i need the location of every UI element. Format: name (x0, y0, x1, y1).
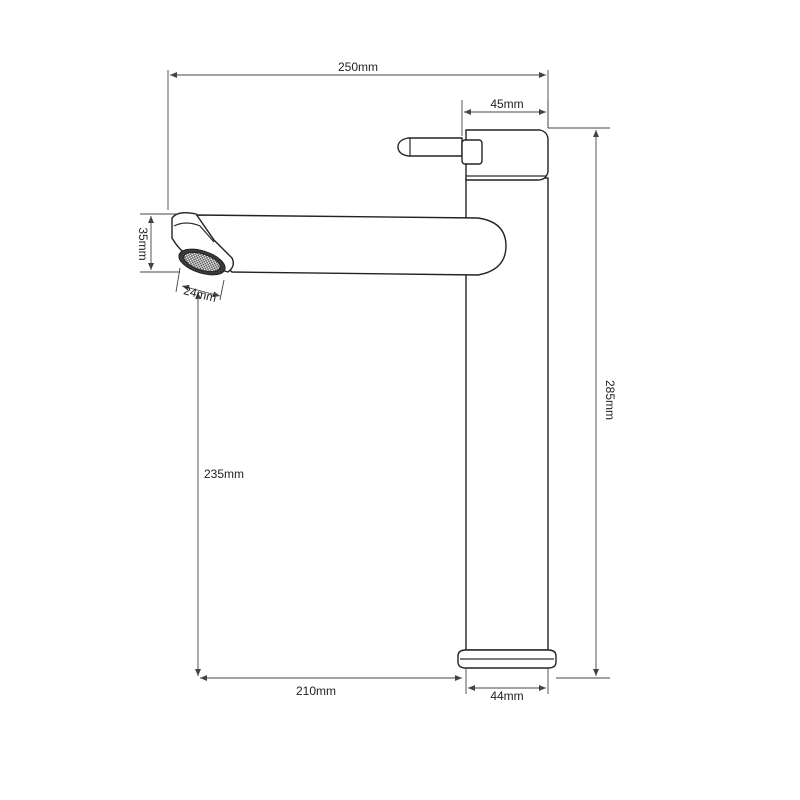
faucet-body (171, 129, 557, 669)
spout-arm (195, 214, 507, 276)
handle-lever (397, 137, 463, 157)
dimension-lines (140, 70, 610, 694)
handle-housing (465, 129, 549, 181)
dimension-labels: 250mm 45mm 285mm 35mm 24mm 235mm 210mm 4… (136, 60, 617, 703)
spout-height-label: 235mm (204, 467, 244, 481)
handle-knob (461, 139, 483, 165)
total-width-label: 250mm (338, 60, 378, 74)
aerator-diameter-line (181, 284, 221, 298)
aerator-diameter-label: 24mm (182, 283, 218, 305)
handle-width-label: 45mm (490, 97, 523, 111)
base-diameter-label: 44mm (490, 689, 523, 703)
aerator-height-label: 35mm (136, 227, 150, 260)
total-height-label: 285mm (603, 380, 617, 420)
spout-reach-label: 210mm (296, 684, 336, 698)
aerator-mesh (183, 251, 221, 273)
